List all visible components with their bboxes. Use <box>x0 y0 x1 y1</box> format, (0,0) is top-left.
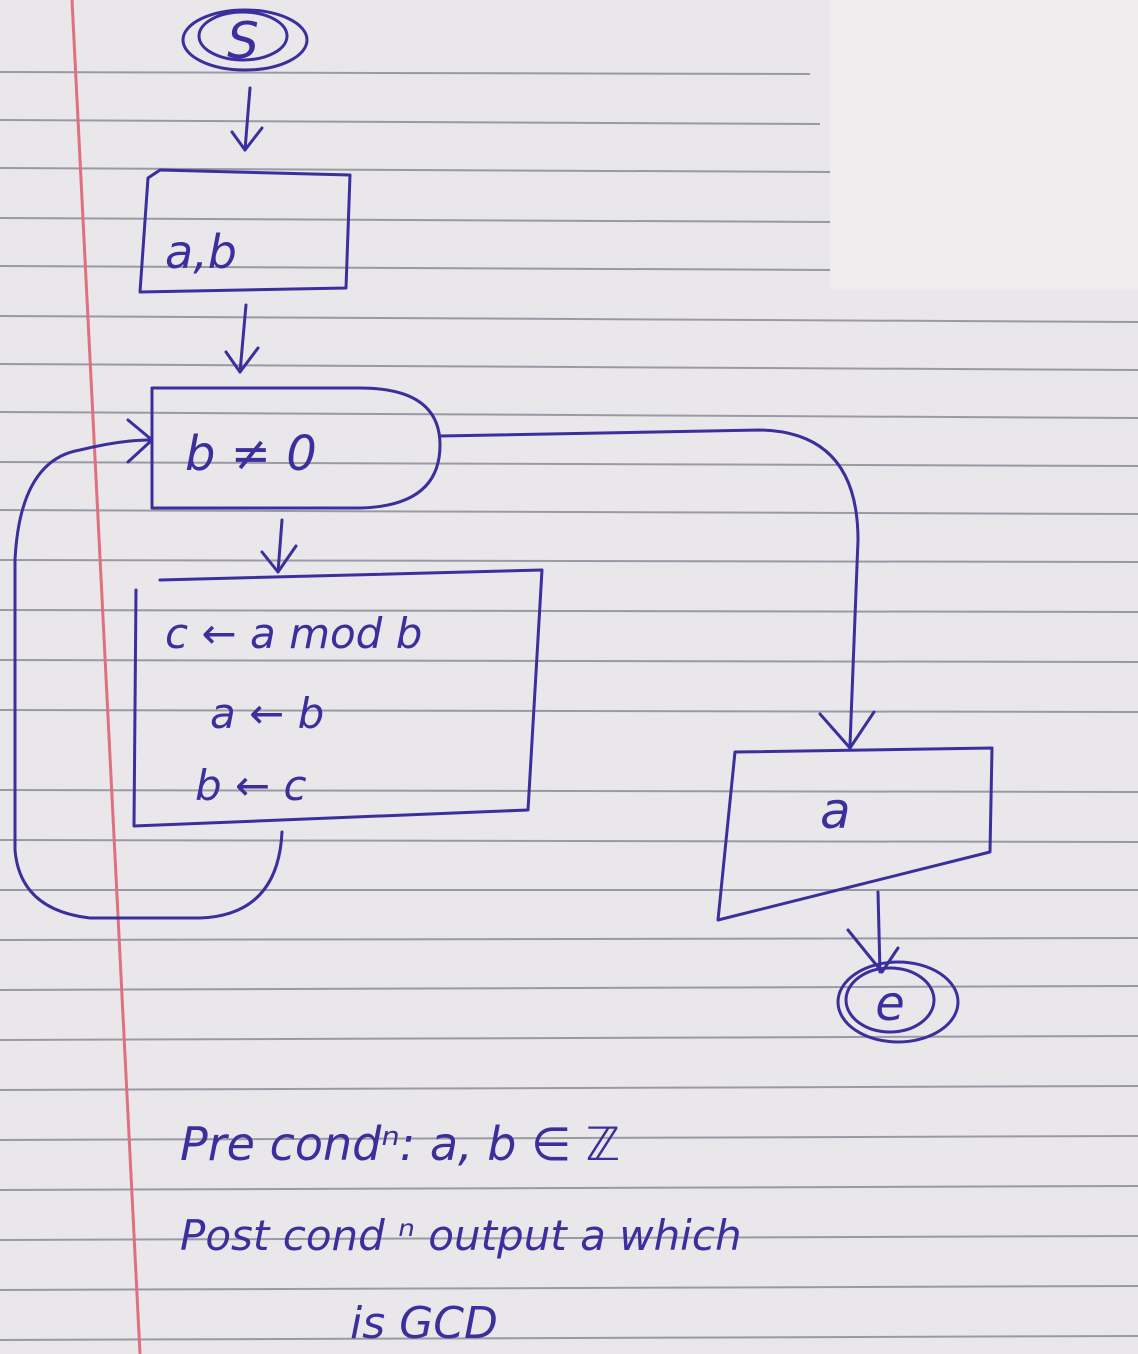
process-node: c ← a mod b a ← b b ← c <box>132 568 544 828</box>
input-label: a,b <box>165 225 237 279</box>
note-postcondition: Post cond ⁿ output a which <box>180 1211 742 1260</box>
margin-line <box>70 0 142 1354</box>
process-line-3: b ← c <box>195 761 307 810</box>
note-gcd: is GCD <box>350 1298 498 1349</box>
process-line-2: a ← b <box>210 689 324 738</box>
input-node: a,b <box>138 168 352 294</box>
end-label: e <box>875 976 905 1032</box>
condition-label: b ≠ 0 <box>185 426 317 482</box>
end-node: e <box>836 960 960 1044</box>
ruled-lines <box>0 71 1138 1341</box>
condition-node: b ≠ 0 <box>150 386 442 510</box>
arrow-output-to-end <box>846 890 900 974</box>
loop-back-arrow <box>13 418 284 920</box>
arrow-input-to-condition <box>224 303 260 374</box>
start-label: S <box>227 12 259 70</box>
paper-glare <box>830 0 1138 290</box>
output-node: a <box>716 746 994 922</box>
arrow-condition-to-output <box>438 428 876 750</box>
arrow-condition-to-process <box>260 518 298 574</box>
output-label: a <box>820 782 851 840</box>
arrow-start-to-input <box>230 86 264 152</box>
process-line-1: c ← a mod b <box>165 609 422 658</box>
note-precondition: Pre condⁿ: a, b ∈ ℤ <box>180 1117 620 1171</box>
start-node: S <box>181 8 309 72</box>
